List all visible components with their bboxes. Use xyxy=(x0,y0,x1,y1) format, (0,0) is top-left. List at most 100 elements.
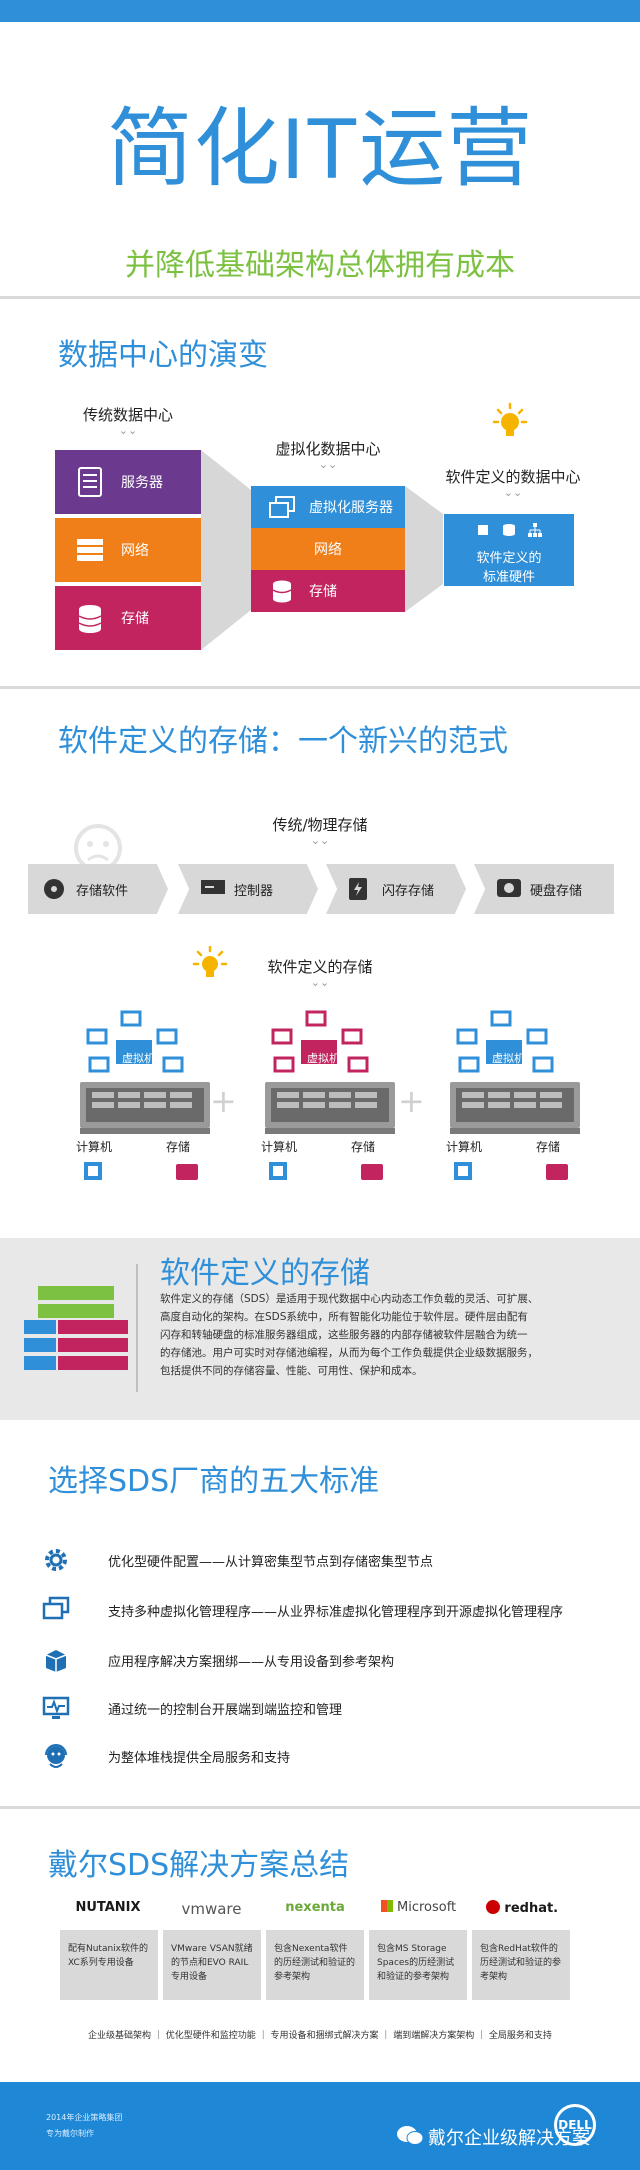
rack-server-icon xyxy=(80,1082,210,1134)
virtual-server-icon xyxy=(265,490,299,524)
flash-card-icon xyxy=(348,877,372,901)
paradigm-title: 软件定义的存储：一个新兴的范式 xyxy=(58,724,508,759)
criteria-item: 应用程序解决方案捆绑——从专用设备到参考架构 xyxy=(42,1646,394,1674)
redhat-hat-icon xyxy=(485,1900,500,1914)
chevron-controller: 控制器 xyxy=(178,864,318,914)
sddc-label: 软件定义的数据中心 xyxy=(445,468,581,486)
lightbulb-icon xyxy=(192,946,228,977)
server-label: 服务器 xyxy=(121,475,163,491)
footer-line1: 2014年企业策略集团 xyxy=(46,2113,123,2122)
chevron-down-icon: ⌄⌄ xyxy=(118,424,138,437)
sds-line: 的存储池。用户可实时对存储池编程，从而为每个工作负载提供企业级数据服务， xyxy=(160,1347,538,1359)
chip-icon xyxy=(476,522,490,541)
storage-label: 存储 xyxy=(536,1140,561,1154)
vendor-card: VMware VSAN就绪的节点和EVO RAIL专用设备 xyxy=(163,1930,261,2000)
summary-footnote: 企业级基础架构 ｜ 优化型硬件和监控功能 ｜ 专用设备和捆绑式解决方案 ｜ 端到… xyxy=(88,2031,552,2041)
rack-server-icon xyxy=(450,1082,580,1134)
database-icon xyxy=(502,522,516,541)
criteria-text: 应用程序解决方案捆绑——从专用设备到参考架构 xyxy=(108,1654,395,1670)
page-subtitle: 并降低基础架构总体拥有成本 xyxy=(125,248,515,283)
network-label: 网络 xyxy=(121,543,149,559)
vm-cluster-icon xyxy=(456,1010,554,1073)
vendor-card: 包含RedHat软件的历经测试和验证的参考架构 xyxy=(472,1930,570,2000)
chevron-label: 控制器 xyxy=(234,883,274,899)
criteria-text: 支持多种虚拟化管理程序——从业界标准虚拟化管理程序到开源虚拟化管理程序 xyxy=(108,1604,564,1620)
sds-label: 软件定义的存储 xyxy=(267,958,373,976)
package-icon xyxy=(42,1646,70,1674)
chevron-down-icon: ⌄⌄ xyxy=(310,976,330,989)
sds-line: 闪存和转轴硬盘的标准服务器组成，这些服务器的内部存储被软件层融合为统一 xyxy=(160,1329,528,1341)
database-icon xyxy=(265,574,299,608)
vendor-card: 包含MS Storage Spaces的历经测试和验证的参考架构 xyxy=(369,1930,467,2000)
chevron-label: 硬盘存储 xyxy=(530,883,583,899)
chip-disk-icons xyxy=(84,1162,198,1180)
criteria-text: 通过统一的控制台开展端到端监控和管理 xyxy=(108,1702,343,1718)
sds-description: 软件定义的存储（SDS）是适用于现代数据中心内动态工作负载的灵活、可扩展、 高度… xyxy=(160,1290,610,1380)
traditional-dc-label: 传统数据中心 xyxy=(82,406,173,424)
footer-brand: 戴尔企业级解决方案 xyxy=(428,2128,590,2149)
plus-sign: + xyxy=(210,1082,237,1120)
hard-disk-icon xyxy=(496,877,521,901)
rack-server-icon xyxy=(265,1082,395,1134)
compute-label: 计算机 xyxy=(446,1140,483,1154)
plus-sign: + xyxy=(398,1082,425,1120)
server-group-1: 虚拟机 计算机 存储 xyxy=(70,1010,220,1185)
summary-title: 戴尔SDS解决方案总结 xyxy=(48,1848,350,1883)
vm-badge: 虚拟机 xyxy=(122,1052,155,1065)
criteria-item: 支持多种虚拟化管理程序——从业界标准虚拟化管理程序到开源虚拟化管理程序 xyxy=(42,1596,563,1624)
divider xyxy=(0,1806,640,1809)
microsoft-windows-icon xyxy=(380,1900,393,1912)
dell-logo: DELL xyxy=(554,2104,596,2146)
footer-line2: 专为戴尔制作 xyxy=(46,2129,94,2138)
compute-label: 计算机 xyxy=(261,1140,298,1154)
storage-label: 存储 xyxy=(351,1140,376,1154)
physical-storage-label: 传统/物理存储 xyxy=(272,816,368,834)
criteria-title: 选择SDS厂商的五大标准 xyxy=(48,1464,380,1499)
vmware-logo: vmware xyxy=(181,1900,242,1918)
compute-label: 计算机 xyxy=(76,1140,113,1154)
sds-title: 软件定义的存储 xyxy=(160,1256,370,1291)
support-headset-icon xyxy=(42,1742,70,1770)
network-block: 网络 xyxy=(55,518,201,582)
criteria-item: 优化型硬件配置——从计算密集型节点到存储密集型节点 xyxy=(42,1546,433,1574)
chevron-flash: 闪存存储 xyxy=(326,864,466,914)
chevron-down-icon: ⌄⌄ xyxy=(318,458,338,471)
chip-disk-icons xyxy=(454,1162,568,1180)
sddc-line2: 标准硬件 xyxy=(482,570,535,585)
controller-icon xyxy=(200,877,225,901)
vm-cluster-icon xyxy=(271,1010,369,1073)
storage-label: 存储 xyxy=(121,611,149,627)
monitor-pulse-icon xyxy=(42,1694,70,1722)
nutanix-logo: NUTANIX xyxy=(75,1900,141,1915)
microsoft-logo: Microsoft xyxy=(371,1900,467,1918)
virtual-dc-label: 虚拟化数据中心 xyxy=(275,440,381,458)
chevron-label: 闪存存储 xyxy=(382,883,435,899)
storage-label: 存储 xyxy=(166,1140,191,1154)
sddc-block: 软件定义的 标准硬件 xyxy=(444,514,574,586)
vendor-cards: 配有Nutanix软件的XC系列专用设备 VMware VSAN就绪的节点和EV… xyxy=(60,1930,570,2000)
chevron-down-icon: ⌄⌄ xyxy=(503,486,523,499)
divider xyxy=(0,686,640,689)
redhat-logo-text: redhat. xyxy=(504,1901,559,1916)
transition-shape xyxy=(201,450,251,650)
sds-line: 高度自动化的架构。在SDS系统中，所有智能化功能位于软件层。硬件层由配有 xyxy=(160,1311,528,1323)
criteria-item: 为整体堆栈提供全局服务和支持 xyxy=(42,1742,290,1770)
server-group-2: 虚拟机 计算机 存储 xyxy=(255,1010,405,1185)
vendor-card: 配有Nutanix软件的XC系列专用设备 xyxy=(60,1930,158,2000)
virtual-server-block: 虚拟化服务器 xyxy=(251,486,405,528)
gear-icon xyxy=(42,1546,70,1574)
page-title: 简化IT运营 xyxy=(106,101,534,197)
network-tree-icon xyxy=(528,522,542,541)
transition-shape xyxy=(405,486,443,612)
criteria-text: 为整体堆栈提供全局服务和支持 xyxy=(108,1750,291,1766)
footer xyxy=(0,2082,640,2170)
sds-line: 软件定义的存储（SDS）是适用于现代数据中心内动态工作负载的灵活、可扩展、 xyxy=(160,1293,539,1305)
chevron-hdd: 硬盘存储 xyxy=(474,864,614,914)
virtual-server-label: 虚拟化服务器 xyxy=(309,500,393,516)
criteria-item: 通过统一的控制台开展端到端监控和管理 xyxy=(42,1694,342,1722)
top-bar xyxy=(0,0,640,22)
vendor-logos: NUTANIX vmware nexenta Microsoft redhat. xyxy=(60,1900,570,1918)
chevron-down-icon: ⌄⌄ xyxy=(310,834,330,847)
nexenta-logo: nexenta xyxy=(285,1900,345,1915)
footer-credit: 2014年企业策略集团 专为戴尔制作 xyxy=(46,2110,122,2142)
